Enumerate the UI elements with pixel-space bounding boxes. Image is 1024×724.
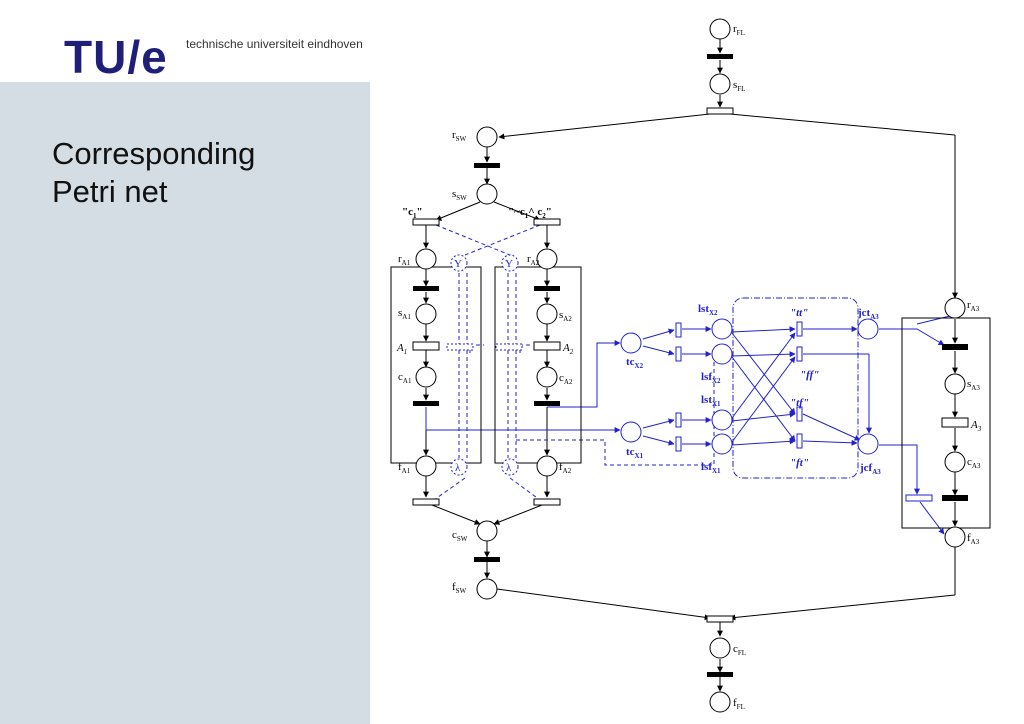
svg-text:rFL: rFL <box>733 23 745 37</box>
place-labels: rFL sFL rSW sSW rA1 sA1 cA1 fA1 rA2 sA2 … <box>398 23 981 711</box>
place-f-fl <box>709 691 731 713</box>
place-r-fl <box>709 18 731 40</box>
svg-text:fSW: fSW <box>452 581 467 595</box>
place-r-a3 <box>944 297 966 319</box>
blue-arcs <box>425 315 951 535</box>
svg-text:rSW: rSW <box>452 129 467 143</box>
svg-text:"tt": "tt" <box>790 307 808 319</box>
place-f-sw <box>476 578 498 600</box>
svg-text:lsfX2: lsfX2 <box>701 371 721 385</box>
svg-text:cA2: cA2 <box>559 372 573 386</box>
svg-text:sSW: sSW <box>452 188 467 202</box>
svg-text:"ff": "ff" <box>800 369 819 381</box>
place-s-a1 <box>415 303 437 325</box>
lambda-symbol-right: λ <box>506 462 512 474</box>
place-y-left <box>450 254 468 272</box>
place-s-fl <box>709 73 731 95</box>
place-y-right <box>501 254 519 272</box>
svg-text:"tf": "tf" <box>790 397 809 409</box>
svg-text:rA3: rA3 <box>967 299 980 313</box>
place-lsf-x1 <box>711 433 733 455</box>
place-lambda-left <box>450 458 468 476</box>
place-r-sw <box>476 126 498 148</box>
place-f-a1 <box>415 455 437 477</box>
slide-title-line2: Petri net <box>52 174 168 209</box>
svg-text:sFL: sFL <box>733 79 745 93</box>
svg-text:lsfX1: lsfX1 <box>701 461 721 475</box>
svg-text:fA2: fA2 <box>559 461 572 475</box>
place-tc-x2 <box>620 332 642 354</box>
white-transitions <box>412 107 969 623</box>
transition-labels: A1 A2 A3 "c1" "~c1^ c2" "tt" "ff" "tf" "… <box>396 206 982 469</box>
svg-text:"~c1^ c2": "~c1^ c2" <box>508 206 552 220</box>
blue-transitions <box>446 321 933 502</box>
svg-text:sA2: sA2 <box>559 309 572 323</box>
place-s-sw <box>476 183 498 205</box>
svg-text:A2: A2 <box>562 342 574 356</box>
slide-title-line1: Corresponding <box>52 136 256 171</box>
place-c-fl <box>709 637 731 659</box>
place-jcf-a3 <box>857 433 879 455</box>
box-a3 <box>901 317 991 529</box>
dashed-arcs <box>433 224 715 501</box>
place-r-a2 <box>536 248 558 270</box>
place-c-sw <box>476 520 498 542</box>
svg-text:lstX2: lstX2 <box>698 303 718 317</box>
svg-text:A1: A1 <box>396 342 407 356</box>
places <box>415 18 966 713</box>
svg-text:jcfA3: jcfA3 <box>859 462 881 476</box>
svg-text:cFL: cFL <box>733 643 746 657</box>
place-s-a2 <box>536 303 558 325</box>
place-r-a1 <box>415 248 437 270</box>
svg-text:jctA3: jctA3 <box>857 307 879 321</box>
place-c-a3 <box>944 451 966 473</box>
box-join <box>732 297 859 479</box>
place-s-a3 <box>944 373 966 395</box>
place-c-a2 <box>536 366 558 388</box>
place-f-a2 <box>536 455 558 477</box>
place-jct-a3 <box>857 318 879 340</box>
svg-text:cA3: cA3 <box>967 456 981 470</box>
place-lst-x2 <box>711 318 733 340</box>
black-arcs <box>423 39 958 692</box>
svg-text:lstX1: lstX1 <box>701 394 721 408</box>
svg-text:"ft": "ft" <box>790 457 809 469</box>
y-symbol-right: Y <box>505 258 513 270</box>
place-tc-x1 <box>620 421 642 443</box>
svg-text:"c1": "c1" <box>402 206 423 220</box>
logo-subtitle: technische universiteit eindhoven <box>186 37 363 51</box>
svg-text:fA3: fA3 <box>967 532 980 546</box>
lambda-symbol-left: λ <box>455 462 461 474</box>
place-c-a1 <box>415 366 437 388</box>
sidebar-panel <box>0 82 370 724</box>
place-lambda-right <box>501 458 519 476</box>
place-f-a3 <box>944 526 966 548</box>
svg-text:cA1: cA1 <box>398 371 412 385</box>
place-lst-x1 <box>711 409 733 431</box>
svg-text:cSW: cSW <box>452 529 468 543</box>
svg-text:fA1: fA1 <box>398 461 411 475</box>
slide-title: Corresponding Petri net <box>52 135 255 211</box>
svg-text:fFL: fFL <box>733 697 745 711</box>
svg-text:rA2: rA2 <box>527 253 540 267</box>
thick-transitions <box>413 54 968 677</box>
svg-text:sA3: sA3 <box>967 378 980 392</box>
blue-place-labels: tcX2 tcX1 lstX2 lsfX2 lstX1 lsfX1 jctA3 … <box>626 303 881 476</box>
place-lsf-x2 <box>711 343 733 365</box>
svg-text:sA1: sA1 <box>398 307 411 321</box>
y-symbol-left: Y <box>454 258 462 270</box>
blue-places <box>450 254 879 476</box>
svg-text:tcX1: tcX1 <box>626 446 644 460</box>
tue-logo: TU/e <box>64 31 168 83</box>
svg-text:rA1: rA1 <box>398 253 411 267</box>
svg-text:A3: A3 <box>970 419 982 433</box>
svg-text:tcX2: tcX2 <box>626 356 644 370</box>
